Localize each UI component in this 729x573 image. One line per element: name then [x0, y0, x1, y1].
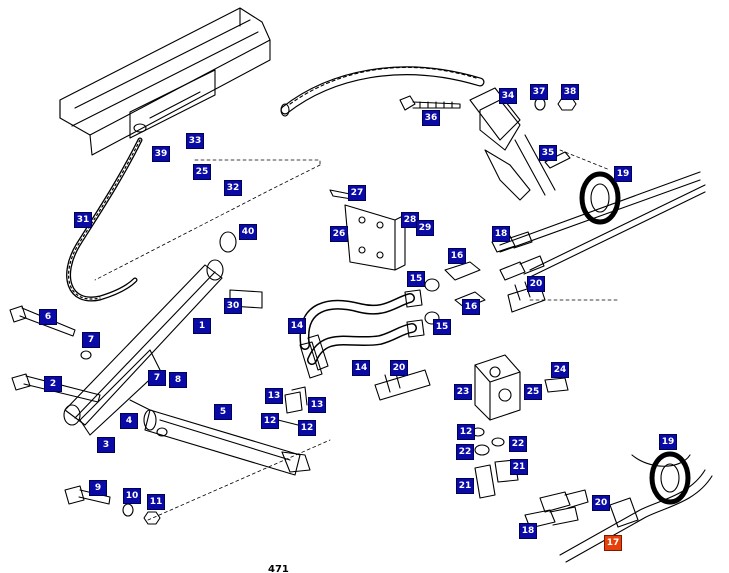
bolt-9-washers — [64, 485, 161, 525]
callout-label[interactable]: 18 — [519, 523, 537, 539]
callout-label[interactable]: 35 — [539, 145, 557, 161]
callout-label[interactable]: 37 — [530, 84, 548, 100]
callout-label[interactable]: 21 — [510, 459, 528, 475]
callout-label[interactable]: 13 — [265, 388, 283, 404]
callout-label[interactable]: 26 — [330, 226, 348, 242]
hydraulic-cylinder — [129, 399, 311, 476]
callout-label[interactable]: 21 — [456, 478, 474, 494]
callout-label[interactable]: 3 — [97, 437, 115, 453]
mounting-plate — [329, 189, 406, 271]
callout-label[interactable]: 33 — [186, 133, 204, 149]
callout-label[interactable]: 34 — [499, 88, 517, 104]
callout-label[interactable]: 16 — [448, 248, 466, 264]
callout-label[interactable]: 20 — [390, 360, 408, 376]
callout-label[interactable]: 10 — [123, 488, 141, 504]
fittings-13-12 — [277, 386, 308, 426]
callout-label[interactable]: 27 — [348, 185, 366, 201]
callout-label[interactable]: 12 — [298, 420, 316, 436]
callout-label[interactable]: 11 — [147, 494, 165, 510]
callout-label[interactable]: 36 — [422, 110, 440, 126]
callout-label[interactable]: 4 — [120, 413, 138, 429]
mounting-rail — [59, 7, 271, 156]
callout-label[interactable]: 14 — [352, 360, 370, 376]
callout-label[interactable]: 1 — [193, 318, 211, 334]
valve-block — [474, 354, 521, 421]
pin-35 — [544, 151, 571, 169]
callout-label[interactable]: 12 — [261, 413, 279, 429]
fitting-24 — [544, 377, 569, 393]
clamp-bracket — [469, 87, 556, 201]
callout-label[interactable]: 32 — [224, 180, 242, 196]
callout-label[interactable]: 12 — [457, 424, 475, 440]
callout-label[interactable]: 9 — [89, 480, 107, 496]
callout-label[interactable]: 6 — [39, 309, 57, 325]
callout-label[interactable]: 14 — [288, 318, 306, 334]
callout-label[interactable]: 20 — [527, 276, 545, 292]
callout-label[interactable]: 23 — [454, 384, 472, 400]
braided-cable — [66, 137, 143, 302]
clamp-20-lower — [609, 497, 639, 528]
leader-lines — [94, 149, 621, 521]
bottom-page-number: 471 — [268, 565, 289, 573]
callout-label[interactable]: 20 — [592, 495, 610, 511]
bolts-and-nuts — [424, 261, 486, 325]
callout-label[interactable]: 7 — [148, 370, 166, 386]
callout-label[interactable]: 38 — [561, 84, 579, 100]
callout-label[interactable]: 18 — [492, 226, 510, 242]
callout-label[interactable]: 24 — [551, 362, 569, 378]
callout-label[interactable]: 15 — [407, 271, 425, 287]
upper-hose — [280, 66, 485, 117]
bolt-36 — [399, 95, 461, 111]
callout-label[interactable]: 25 — [193, 164, 211, 180]
callout-label-highlighted[interactable]: 17 — [604, 535, 622, 551]
callout-label[interactable]: 40 — [239, 224, 257, 240]
hydraulic-hoses — [299, 289, 425, 379]
callout-label[interactable]: 19 — [614, 166, 632, 182]
callout-label[interactable]: 15 — [433, 319, 451, 335]
callout-label[interactable]: 39 — [152, 146, 170, 162]
grommet-upper — [499, 171, 706, 278]
callout-label[interactable]: 19 — [659, 434, 677, 450]
callout-label[interactable]: 2 — [44, 376, 62, 392]
callout-label[interactable]: 5 — [214, 404, 232, 420]
callout-label[interactable]: 8 — [169, 372, 187, 388]
bushing-40 — [219, 231, 237, 253]
callout-label[interactable]: 22 — [509, 436, 527, 452]
callout-label[interactable]: 31 — [74, 212, 92, 228]
callout-label[interactable]: 22 — [456, 444, 474, 460]
callout-label[interactable]: 16 — [462, 299, 480, 315]
grommet-lower — [559, 451, 713, 563]
callout-label[interactable]: 13 — [308, 397, 326, 413]
callout-label[interactable]: 29 — [416, 220, 434, 236]
callout-label[interactable]: 30 — [224, 298, 242, 314]
callout-label[interactable]: 25 — [524, 384, 542, 400]
callout-label[interactable]: 7 — [82, 332, 100, 348]
